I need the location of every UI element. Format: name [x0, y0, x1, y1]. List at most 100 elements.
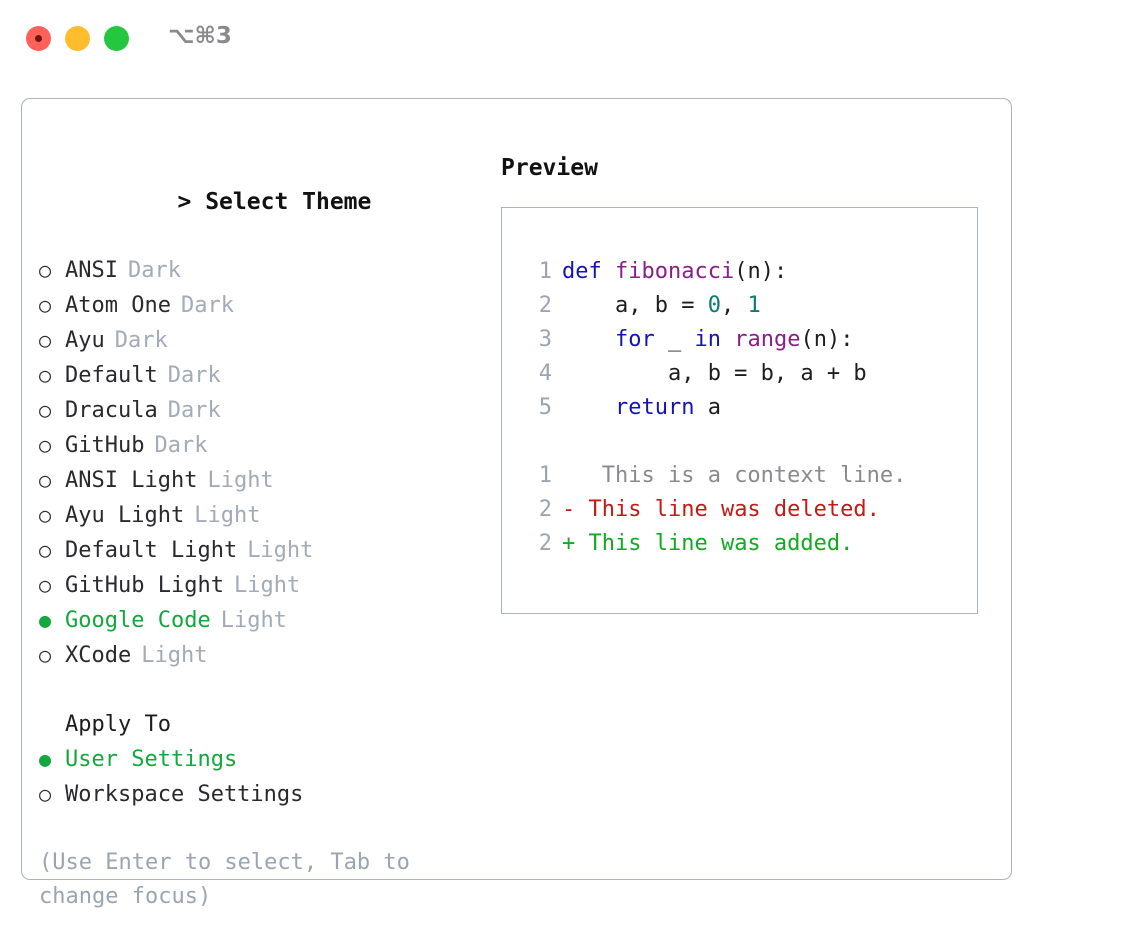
theme-option-label: Atom One [65, 293, 171, 318]
theme-option-kind: Light [233, 573, 301, 598]
maximize-window-icon[interactable] [104, 26, 129, 51]
theme-option-label: Dracula [65, 398, 158, 423]
keyboard-hint: (Use Enter to select, Tab to change focu… [39, 850, 410, 909]
code-line: 4 a, b = b, a + b [518, 357, 973, 391]
title-bar: ⌥⌘3 [0, 0, 1140, 78]
code-token-kw: def [562, 259, 602, 284]
diff-line-add: 2+ This line was added. [518, 527, 973, 561]
code-token-id: _ [654, 327, 695, 352]
code-line: 2 a, b = 0, 1 [518, 289, 973, 323]
preview-title: Preview [501, 155, 598, 181]
diff-line-body: - This line was deleted. [562, 493, 880, 527]
theme-option-kind: Dark [180, 293, 234, 318]
theme-option-kind: Dark [154, 433, 208, 458]
code-token-kw: for [614, 327, 655, 352]
code-line-number: 3 [538, 327, 552, 352]
radio-unselected-icon: ○ [39, 433, 52, 457]
apply-to-option-workspace-settings[interactable]: ○Workspace Settings [39, 777, 499, 812]
theme-option-kind: Light [220, 608, 287, 633]
code-token-fn: fibonacci [615, 259, 735, 284]
diff-line-ctx: 1 This is a context line. [518, 459, 973, 493]
code-line: 5 return a [518, 391, 973, 425]
radio-unselected-icon: ○ [39, 398, 52, 422]
radio-selected-icon: ● [39, 608, 52, 632]
code-line: 3 for _ in range(n): [518, 323, 973, 357]
code-line-text: for _ in range(n): [562, 323, 853, 357]
theme-option-label: Default [65, 363, 158, 388]
code-token-id [562, 327, 615, 352]
code-token-id: a, b = b, a + b [562, 361, 867, 386]
diff-sign: + [562, 531, 576, 556]
diff-line-text: This is a context line. [575, 463, 907, 488]
close-window-icon[interactable] [26, 26, 51, 51]
diff-sign: - [562, 497, 576, 522]
theme-option-label: Ayu [65, 328, 105, 353]
diff-line-body: + This line was added. [562, 527, 853, 561]
apply-to-marker-placeholder: ○ [39, 707, 65, 741]
theme-option-kind: Light [194, 503, 261, 528]
code-line-text: a, b = b, a + b [562, 357, 867, 391]
diff-sample: 1 This is a context line.2- This line wa… [518, 459, 973, 561]
select-theme-heading: > Select Theme [39, 151, 499, 253]
theme-option-google-code[interactable]: ● Google Code Light [39, 603, 499, 638]
apply-to-option-user-settings[interactable]: ●User Settings [39, 742, 499, 777]
theme-option-kind: Light [141, 643, 208, 668]
theme-option-kind: Dark [114, 328, 168, 353]
code-line-number: 4 [538, 361, 552, 386]
radio-unselected-icon: ○ [39, 538, 52, 562]
apply-to-heading-label: Apply To [65, 712, 171, 737]
diff-line-text: This line was added. [575, 531, 854, 556]
theme-option-github[interactable]: ○ GitHub Dark [39, 428, 499, 463]
code-token-punc: (n): [800, 327, 854, 352]
code-line-number: 5 [538, 395, 552, 420]
theme-option-label: GitHub Light [65, 573, 224, 598]
code-line-text: def fibonacci(n): [562, 255, 787, 289]
keyboard-shortcut-label: ⌥⌘3 [168, 23, 232, 49]
theme-option-label: GitHub [65, 433, 145, 458]
code-token-kw: return [614, 395, 695, 420]
code-token-punc [602, 259, 615, 284]
apply-to-heading: ○Apply To [39, 707, 499, 742]
prompt-caret-icon: > [177, 189, 192, 215]
code-line-number: 2 [538, 293, 552, 318]
theme-option-label: Default Light [65, 538, 238, 563]
theme-option-label: Ayu Light [65, 503, 185, 528]
code-line-text: a, b = 0, 1 [562, 289, 761, 323]
theme-option-kind: Dark [127, 258, 181, 283]
code-token-fn: range [734, 327, 801, 352]
window-controls [26, 26, 129, 51]
theme-option-kind: Dark [167, 363, 221, 388]
diff-line-text: This line was deleted. [575, 497, 880, 522]
code-token-id [721, 327, 734, 352]
diff-line-number: 2 [538, 497, 552, 522]
select-theme-heading-label: Select Theme [205, 189, 372, 215]
radio-unselected-icon: ○ [39, 782, 52, 806]
radio-unselected-icon: ○ [39, 258, 52, 282]
code-line-number: 1 [538, 259, 552, 284]
apply-to-list: ●User Settings○Workspace Settings [39, 742, 499, 812]
code-token-id: a [694, 395, 721, 420]
diff-sign [562, 463, 575, 488]
radio-unselected-icon: ○ [39, 643, 52, 667]
apply-to-option-label: User Settings [65, 747, 238, 772]
theme-option-label: Google Code [65, 608, 211, 633]
code-token-id: , [720, 293, 748, 318]
diff-line-body: This is a context line. [562, 459, 907, 493]
radio-unselected-icon: ○ [39, 468, 52, 492]
minimize-window-icon[interactable] [65, 26, 90, 51]
